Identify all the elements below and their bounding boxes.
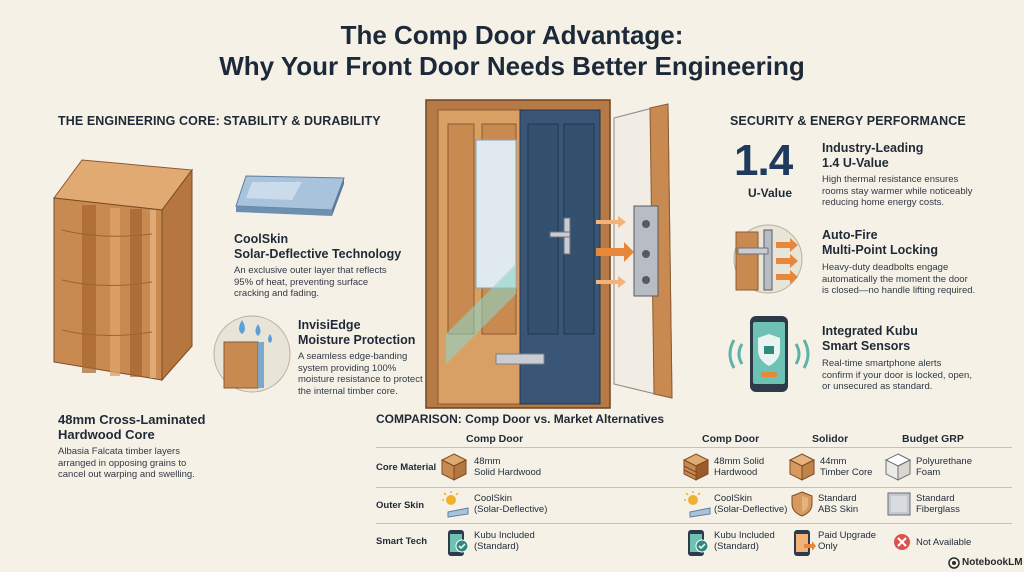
lock-body: Heavy-duty deadbolts engage automaticall… bbox=[822, 262, 976, 296]
notebooklm-logo-icon bbox=[948, 557, 960, 569]
r2c4-value: Standard Fiberglass bbox=[916, 493, 960, 515]
row-label-core-material: Core Material bbox=[376, 462, 437, 473]
wood-cube-icon bbox=[440, 453, 468, 481]
security-energy-heading: SECURITY & ENERGY PERFORMANCE bbox=[730, 114, 966, 128]
coolskin-body: An exclusive outer layer that reflects 9… bbox=[234, 265, 387, 299]
kubu-title: Integrated Kubu Smart Sensors bbox=[822, 324, 918, 353]
kubu-body: Real-time smartphone alerts confirm if y… bbox=[822, 358, 972, 392]
coolskin-panel-icon bbox=[235, 175, 345, 216]
sun-panel-icon bbox=[442, 491, 469, 518]
comparison-heading: COMPARISON: Comp Door vs. Market Alterna… bbox=[376, 412, 665, 426]
uvalue-number: 1.4 bbox=[734, 136, 793, 185]
r2c3-value: Standard ABS Skin bbox=[818, 493, 859, 515]
not-available-icon bbox=[894, 534, 910, 550]
fiberglass-panel-icon bbox=[887, 492, 911, 516]
table-divider-bottom bbox=[376, 523, 1012, 524]
column-header-comp-door-1: Comp Door bbox=[466, 433, 524, 445]
row-label-smart-tech: Smart Tech bbox=[376, 536, 428, 547]
core-body: Albasia Falcata timber layers arranged i… bbox=[58, 446, 195, 480]
phone-check-icon bbox=[448, 530, 469, 556]
sun-panel-icon-2 bbox=[684, 491, 711, 518]
foam-cube-icon bbox=[884, 453, 912, 481]
r1c4-value: Polyurethane Foam bbox=[916, 456, 972, 478]
brand-label: NotebookLM bbox=[962, 557, 1023, 568]
invisiedge-droplet-icon bbox=[213, 315, 291, 393]
table-divider-top bbox=[376, 447, 1012, 448]
r3c3-value: Paid Upgrade Only bbox=[818, 530, 877, 552]
uvalue-label: U-Value bbox=[748, 186, 793, 200]
wood-layers-icon bbox=[682, 453, 710, 481]
coolskin-title: CoolSkin Solar-Deflective Technology bbox=[234, 232, 402, 261]
r1c3-value: 44mm Timber Core bbox=[820, 456, 873, 478]
shield-icon bbox=[791, 491, 813, 517]
phone-upgrade-icon bbox=[794, 530, 816, 556]
wood-core-block-icon bbox=[53, 159, 193, 382]
r1c1-value: 48mm Solid Hardwood bbox=[474, 456, 542, 478]
page-title: The Comp Door Advantage: Why Your Front … bbox=[0, 20, 1024, 82]
r2c2-value: CoolSkin (Solar-Deflective) bbox=[714, 493, 788, 515]
r3c1-value: Kubu Included (Standard) bbox=[474, 530, 535, 552]
uvalue-title: Industry-Leading 1.4 U-Value bbox=[822, 141, 924, 170]
invisiedge-body: A seamless edge-banding system providing… bbox=[298, 351, 423, 397]
core-title: 48mm Cross-Laminated Hardwood Core bbox=[58, 412, 206, 442]
lock-title: Auto-Fire Multi-Point Locking bbox=[822, 228, 938, 257]
r1c2-value: 48mm Solid Hardwood bbox=[714, 456, 765, 478]
phone-check-icon-2 bbox=[688, 530, 709, 556]
column-header-budget-grp: Budget GRP bbox=[902, 433, 964, 445]
title-line-1: The Comp Door Advantage: bbox=[340, 20, 684, 50]
uvalue-body: High thermal resistance ensures rooms st… bbox=[822, 174, 973, 208]
door-illustration bbox=[425, 99, 673, 409]
column-header-solidor: Solidor bbox=[812, 433, 849, 445]
r2c1-value: CoolSkin (Solar-Deflective) bbox=[474, 493, 548, 515]
title-line-2: Why Your Front Door Needs Better Enginee… bbox=[219, 51, 805, 81]
engineering-core-heading: THE ENGINEERING CORE: STABILITY & DURABI… bbox=[58, 114, 381, 128]
row-label-outer-skin: Outer Skin bbox=[376, 500, 425, 511]
timber-cube-icon bbox=[788, 453, 816, 481]
table-divider-mid bbox=[376, 487, 1012, 488]
invisiedge-title: InvisiEdge Moisture Protection bbox=[298, 318, 416, 347]
column-header-comp-door-2: Comp Door bbox=[702, 433, 760, 445]
r3c4-value: Not Available bbox=[916, 537, 972, 548]
multipoint-lock-icon bbox=[733, 224, 803, 294]
r3c2-value: Kubu Included (Standard) bbox=[714, 530, 775, 552]
kubu-phone-icon bbox=[728, 316, 810, 392]
